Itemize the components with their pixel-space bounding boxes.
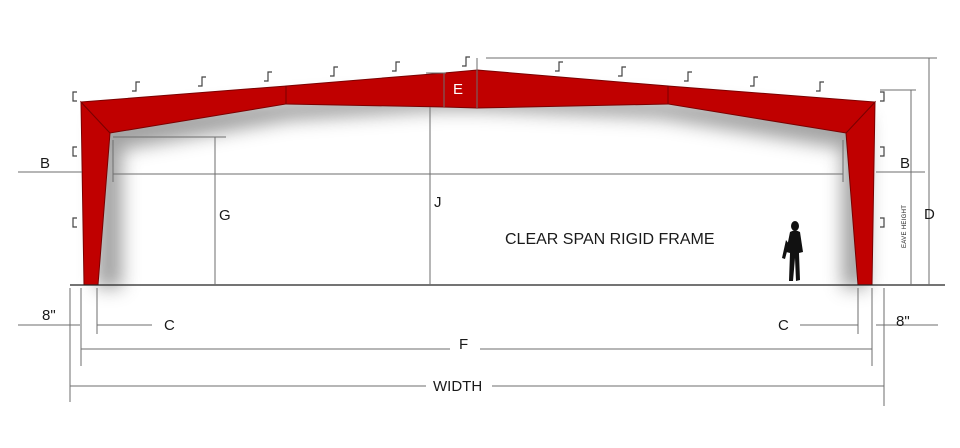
z-purlin-icon [750, 76, 758, 87]
left-rafter-inner [285, 72, 445, 108]
person-silhouette-icon [782, 221, 803, 281]
right-rafter-inner [476, 69, 669, 109]
z-purlin-icon [462, 56, 470, 67]
label-8-right: 8" [896, 313, 910, 330]
frame-shadow [96, 90, 868, 288]
z-purlin-icon [198, 76, 206, 87]
z-purlin-icon [72, 146, 77, 157]
dimension-lines [18, 57, 938, 406]
z-purlin-icon [330, 66, 338, 77]
label-8-left: 8" [42, 307, 56, 324]
label-b-left: B [40, 155, 50, 172]
label-c-left: C [164, 317, 175, 334]
z-purlin-icon [132, 81, 140, 92]
z-purlin-icon [684, 71, 692, 82]
z-purlin-icon [555, 61, 563, 72]
z-purlin-icon [816, 81, 824, 92]
label-e: E [453, 81, 463, 98]
label-d: D [924, 206, 935, 223]
wall-girts [72, 146, 885, 228]
label-f: F [459, 336, 468, 353]
label-g: G [219, 207, 231, 224]
z-purlin-icon [880, 91, 885, 102]
z-purlin-icon [72, 217, 77, 228]
label-b-right: B [900, 155, 910, 172]
z-purlin-icon [618, 66, 626, 77]
rigid-frame [79, 69, 877, 286]
label-eave-height: EAVE HEIGHT [902, 205, 908, 248]
right-rafter-outer [667, 85, 877, 134]
z-purlin-icon [880, 217, 885, 228]
diagram-title: CLEAR SPAN RIGID FRAME [505, 231, 715, 248]
labels: B B G J E D EAVE HEIGHT CLEAR SPAN RIGID… [40, 81, 935, 395]
z-purlin-icon [72, 91, 77, 102]
z-purlin-icon [264, 71, 272, 82]
roof-purlins [72, 56, 885, 102]
z-purlin-icon [392, 61, 400, 72]
label-c-right: C [778, 317, 789, 334]
z-purlin-icon [880, 146, 885, 157]
label-j: J [434, 194, 442, 211]
label-width: WIDTH [433, 378, 482, 395]
